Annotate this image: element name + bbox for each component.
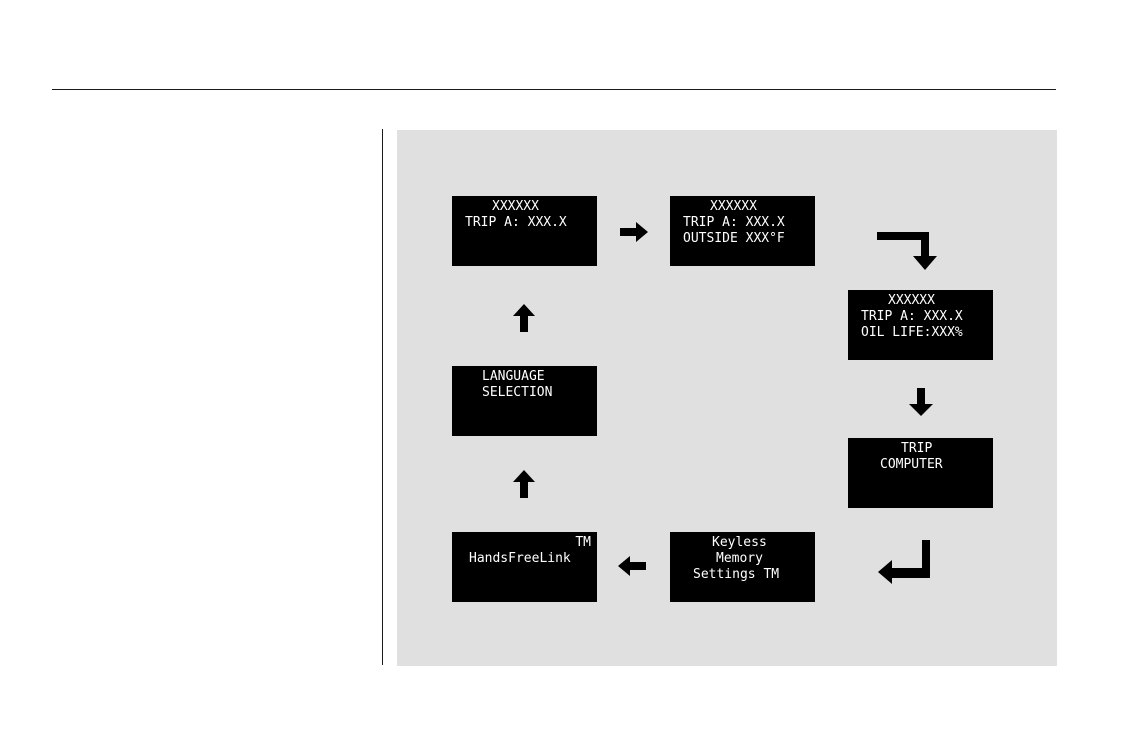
screen-line: Memory bbox=[716, 551, 763, 566]
screen-line: OUTSIDE XXX°F bbox=[683, 231, 785, 246]
arrow-down-icon bbox=[909, 388, 933, 416]
side-rule bbox=[382, 129, 383, 665]
screen-title: XXXXXX bbox=[710, 199, 757, 214]
screen-title: XXXXXX bbox=[492, 199, 539, 214]
screen-line: Keyless bbox=[712, 535, 767, 550]
screen-line: TRIP A: XXX.X bbox=[465, 215, 567, 230]
screen-line: TRIP A: XXX.X bbox=[683, 215, 785, 230]
trademark-label: TM bbox=[575, 535, 591, 550]
arrow-right-icon bbox=[620, 222, 648, 242]
screen-trip-outside: XXXXXX TRIP A: XXX.X OUTSIDE XXX°F bbox=[670, 196, 815, 266]
screen-trip-a: XXXXXX TRIP A: XXX.X bbox=[452, 196, 597, 266]
screen-line: TRIP bbox=[901, 441, 932, 456]
top-rule bbox=[52, 89, 1056, 90]
arrow-corner-down-icon bbox=[877, 232, 939, 270]
screen-line: LANGUAGE bbox=[482, 369, 545, 384]
screen-line: Settings TM bbox=[693, 567, 779, 582]
arrow-up-icon bbox=[513, 470, 535, 498]
arrow-return-left-icon bbox=[878, 540, 930, 584]
arrow-left-icon bbox=[618, 556, 646, 576]
screen-handsfreelink: TM HandsFreeLink bbox=[452, 532, 597, 602]
arrow-up-icon bbox=[513, 304, 535, 332]
screen-line: HandsFreeLink bbox=[469, 551, 571, 566]
screen-title: XXXXXX bbox=[888, 293, 935, 308]
screen-line: SELECTION bbox=[482, 385, 552, 400]
screen-line: TRIP A: XXX.X bbox=[861, 309, 963, 324]
screen-trip-computer: TRIP COMPUTER bbox=[848, 438, 993, 508]
screen-trip-oil-life: XXXXXX TRIP A: XXX.X OIL LIFE:XXX% bbox=[848, 290, 993, 360]
screen-line: COMPUTER bbox=[880, 457, 943, 472]
screen-line: OIL LIFE:XXX% bbox=[861, 325, 963, 340]
screen-language-selection: LANGUAGE SELECTION bbox=[452, 366, 597, 436]
screen-keyless-memory: Keyless Memory Settings TM bbox=[670, 532, 815, 602]
